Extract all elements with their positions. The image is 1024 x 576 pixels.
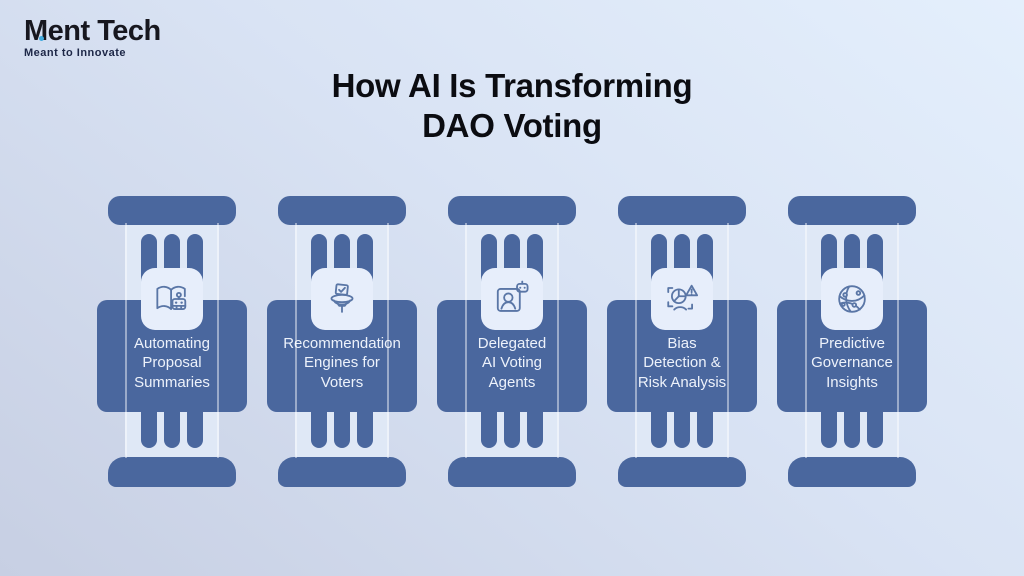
pillar-row: Automating Proposal Summaries	[0, 196, 1024, 487]
pillar-automating-proposal-summaries: Automating Proposal Summaries	[97, 196, 247, 487]
pillar-capital	[788, 196, 916, 225]
page-title: How AI Is Transforming DAO Voting	[0, 66, 1024, 147]
brand-logo: Ment Tech Meant to Innovate	[24, 16, 161, 60]
pillar-flute	[821, 401, 837, 448]
column-edge-highlight	[125, 223, 127, 458]
pillar-flute	[311, 401, 327, 448]
pillar-flute	[141, 401, 157, 448]
pillar-flute	[697, 401, 713, 448]
icon-card	[141, 268, 203, 330]
column-edge-highlight	[557, 223, 559, 458]
brand-wordmark: Ment Tech	[24, 16, 161, 46]
book-ai-icon	[156, 285, 187, 310]
pillar-base	[788, 457, 916, 487]
pillar-bias-detection-risk-analysis: Bias Detection & Risk Analysis	[607, 196, 757, 487]
column-edge-highlight	[727, 223, 729, 458]
pillar-base	[618, 457, 746, 487]
pillar-label: Recommendation Engines for Voters	[283, 335, 401, 391]
pillar-base	[448, 457, 576, 487]
pillar-flute	[867, 401, 883, 448]
icon-card	[821, 268, 883, 330]
icon-card	[481, 268, 543, 330]
icon-card	[651, 268, 713, 330]
pillar-capital	[108, 196, 236, 225]
pillar-base	[278, 457, 406, 487]
pillar-label: Delegated AI Voting Agents	[477, 335, 547, 391]
column-edge-highlight	[635, 223, 637, 458]
pillar-flute	[844, 401, 860, 448]
pillar-base	[108, 457, 236, 487]
pillar-flute	[651, 401, 667, 448]
pillar-flute	[527, 401, 543, 448]
pillar-flute	[357, 401, 373, 448]
network-globe-icon	[838, 285, 866, 313]
pillar-flute	[481, 401, 497, 448]
column-edge-highlight	[465, 223, 467, 458]
pillar-capital	[448, 196, 576, 225]
pillar-flute	[334, 401, 350, 448]
pillar-capital	[618, 196, 746, 225]
ballot-box-icon	[330, 283, 354, 313]
pillar-label: Predictive Governance Insights	[811, 335, 893, 391]
pillar-flute	[187, 401, 203, 448]
brand-dot-icon	[39, 36, 44, 42]
pillar-capital	[278, 196, 406, 225]
pillar-delegated-ai-voting-agents: Delegated AI Voting Agents	[437, 196, 587, 487]
column-edge-highlight	[387, 223, 389, 458]
column-edge-highlight	[897, 223, 899, 458]
pillar-label: Automating Proposal Summaries	[134, 335, 210, 391]
ai-agent-badge-icon	[496, 280, 529, 312]
pillar-predictive-governance-insights: Predictive Governance Insights	[777, 196, 927, 487]
icon-card	[311, 268, 373, 330]
brand-text: Ment Tech	[24, 15, 161, 47]
pillar-flute	[164, 401, 180, 448]
pillar-label: Bias Detection & Risk Analysis	[637, 335, 727, 391]
brand-tagline: Meant to Innovate	[24, 47, 127, 60]
page-title-line2: DAO Voting	[422, 107, 602, 145]
pillar-flute	[504, 401, 520, 448]
pillar-flute	[674, 401, 690, 448]
column-edge-highlight	[805, 223, 807, 458]
pillar-recommendation-engines: Recommendation Engines for Voters	[267, 196, 417, 487]
bias-risk-icon	[667, 284, 699, 311]
column-edge-highlight	[217, 223, 219, 458]
page-title-line1: How AI Is Transforming	[331, 67, 693, 104]
column-edge-highlight	[295, 223, 297, 458]
